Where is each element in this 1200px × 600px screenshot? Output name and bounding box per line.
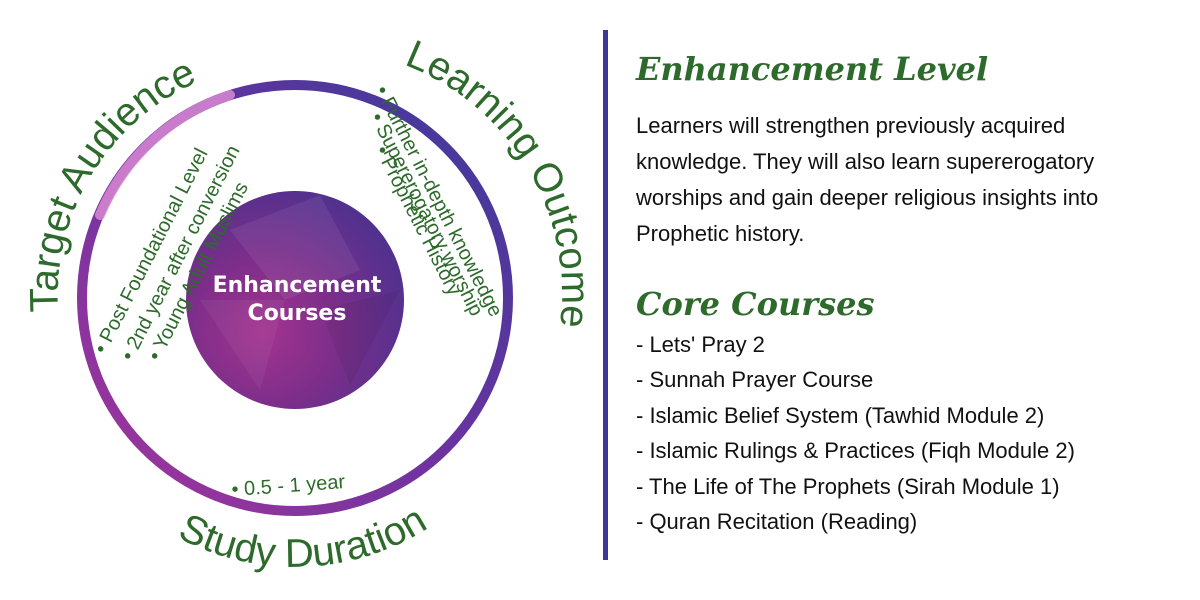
vertical-divider: [603, 30, 608, 560]
enhancement-diagram: Enhancement Courses Target Audience Lear…: [22, 32, 597, 576]
center-facet: [230, 195, 360, 300]
center-label-line2: Courses: [248, 301, 347, 326]
course-item: - Islamic Belief System (Tawhid Module 2…: [636, 402, 1045, 428]
course-item: - Islamic Rulings & Practices (Fiqh Modu…: [636, 438, 1075, 464]
enhancement-level-description: Learners will strengthen previously acqu…: [636, 113, 1099, 246]
course-item: - Sunnah Prayer Course: [636, 367, 874, 393]
enhancement-level-heading: Enhancement Level: [636, 50, 989, 88]
center-facet: [200, 300, 285, 390]
course-item: - The Life of The Prophets (Sirah Module…: [636, 473, 1060, 499]
study-duration-item: • 0.5 - 1 year: [231, 471, 346, 501]
course-item: - Quran Recitation (Reading): [636, 509, 918, 535]
center-facet: [320, 290, 400, 385]
core-courses-list: - Lets' Pray 2 - Sunnah Prayer Course - …: [636, 327, 1075, 539]
course-item: - Lets' Pray 2: [636, 332, 765, 357]
center-circle: [186, 191, 404, 409]
outer-ring-highlight: [95, 90, 235, 220]
core-courses-heading: Core Courses: [636, 285, 875, 323]
outer-ring: [77, 80, 513, 516]
center-label-line1: Enhancement: [213, 273, 382, 298]
